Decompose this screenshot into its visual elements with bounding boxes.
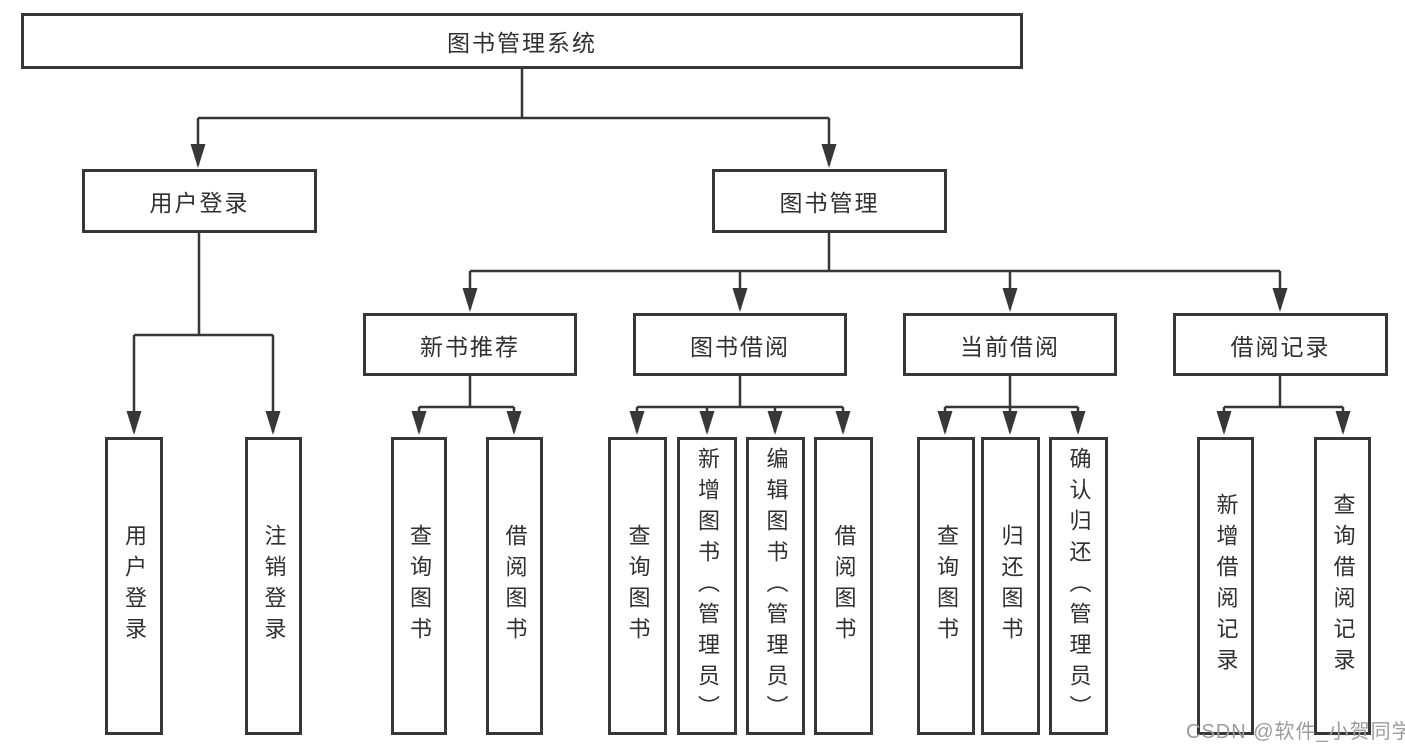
watermark: CSDN @软件_小贺同学 <box>1186 721 1405 743</box>
leaf-borrow-books-recommend-label: 借阅图书 <box>502 524 528 648</box>
bus-borrow-records <box>1224 376 1343 409</box>
node-book-management: 图书管理 <box>712 169 947 233</box>
node-root-label: 图书管理系统 <box>447 30 597 56</box>
node-new-book-recommend-label: 新书推荐 <box>420 333 520 360</box>
node-book-borrow: 图书借阅 <box>633 313 847 376</box>
bus-new-book <box>419 376 514 409</box>
leaf-query-borrow-record-label: 查询借阅记录 <box>1330 493 1356 679</box>
leaf-logout: 注销登录 <box>245 437 302 735</box>
leaf-confirm-return-admin: 确认归还（管理员） <box>1049 437 1108 735</box>
node-book-management-label: 图书管理 <box>779 190 880 216</box>
node-borrow-records-label: 借阅记录 <box>1230 333 1331 360</box>
node-current-borrow: 当前借阅 <box>903 313 1117 376</box>
leaf-user-login-label: 用户登录 <box>122 524 147 648</box>
node-borrow-records: 借阅记录 <box>1173 313 1388 376</box>
node-current-borrow-label: 当前借阅 <box>960 333 1060 360</box>
node-new-book-recommend: 新书推荐 <box>363 313 577 376</box>
bus-current-borrow <box>945 376 1078 409</box>
leaf-query-books-recommend: 查询图书 <box>391 437 447 735</box>
leaf-edit-books-admin: 编辑图书（管理员） <box>746 437 805 735</box>
connector-arrows <box>126 118 1351 435</box>
leaf-logout-label: 注销登录 <box>261 524 287 648</box>
leaf-edit-books-admin-label: 编辑图书（管理员） <box>763 446 789 726</box>
leaf-borrow-books-label: 借阅图书 <box>831 524 857 648</box>
leaf-add-borrow-record-label: 新增借阅记录 <box>1213 493 1239 679</box>
leaf-user-login: 用户登录 <box>105 437 163 735</box>
leaf-query-books-borrow-label: 查询图书 <box>625 524 651 648</box>
leaf-confirm-return-admin-label: 确认归还（管理员） <box>1066 446 1092 726</box>
leaf-query-books-borrow: 查询图书 <box>608 437 667 735</box>
leaf-query-borrow-record: 查询借阅记录 <box>1314 437 1371 735</box>
bus-user-login <box>134 233 273 337</box>
bus-book-borrow <box>637 376 843 409</box>
leaf-add-books-admin-label: 新增图书（管理员） <box>695 446 720 726</box>
leaf-query-books-current-label: 查询图书 <box>934 524 959 648</box>
leaf-add-borrow-record: 新增借阅记录 <box>1197 437 1254 735</box>
leaf-borrow-books-recommend: 借阅图书 <box>486 437 543 735</box>
leaf-borrow-books: 借阅图书 <box>814 437 873 735</box>
leaf-return-books: 归还图书 <box>981 437 1040 735</box>
bus-book-management <box>470 232 1280 273</box>
leaf-return-books-label: 归还图书 <box>998 524 1024 648</box>
node-book-borrow-label: 图书借阅 <box>690 333 790 360</box>
bus-root <box>198 69 829 120</box>
leaf-query-books-recommend-label: 查询图书 <box>407 524 432 648</box>
node-user-login: 用户登录 <box>82 169 317 233</box>
node-user-login-label: 用户登录 <box>149 190 250 216</box>
leaf-add-books-admin: 新增图书（管理员） <box>677 437 737 735</box>
leaf-query-books-current: 查询图书 <box>917 437 975 735</box>
node-root: 图书管理系统 <box>21 13 1023 69</box>
